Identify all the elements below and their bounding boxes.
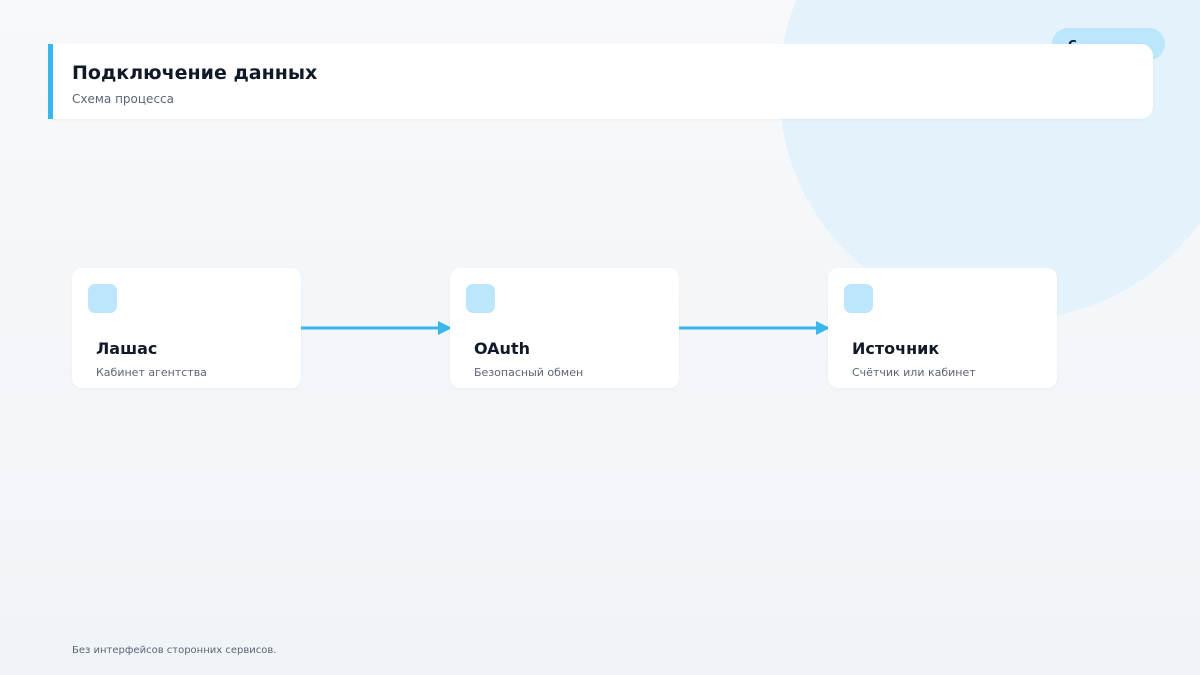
- step-icon: [844, 284, 873, 313]
- header-accent-bar: [48, 44, 53, 119]
- footer-note: Без интерфейсов сторонних сервисов.: [72, 645, 277, 656]
- step-subtitle: Безопасный обмен: [474, 366, 584, 379]
- step-icon: [88, 284, 117, 313]
- step-subtitle: Счётчик или кабинет: [852, 366, 976, 379]
- page-subtitle: Схема процесса: [72, 92, 174, 106]
- step-card-oauth: OAuth Безопасный обмен: [450, 268, 679, 388]
- step-card-lashas: Лашас Кабинет агентства: [72, 268, 301, 388]
- header-card: Подключение данных Схема процесса: [48, 44, 1153, 119]
- step-card-source: Источник Счётчик или кабинет: [828, 268, 1057, 388]
- step-subtitle: Кабинет агентства: [96, 366, 207, 379]
- page-title: Подключение данных: [72, 62, 318, 84]
- step-icon: [466, 284, 495, 313]
- step-title: Лашас: [96, 339, 158, 358]
- step-title: OAuth: [474, 339, 530, 358]
- step-title: Источник: [852, 339, 940, 358]
